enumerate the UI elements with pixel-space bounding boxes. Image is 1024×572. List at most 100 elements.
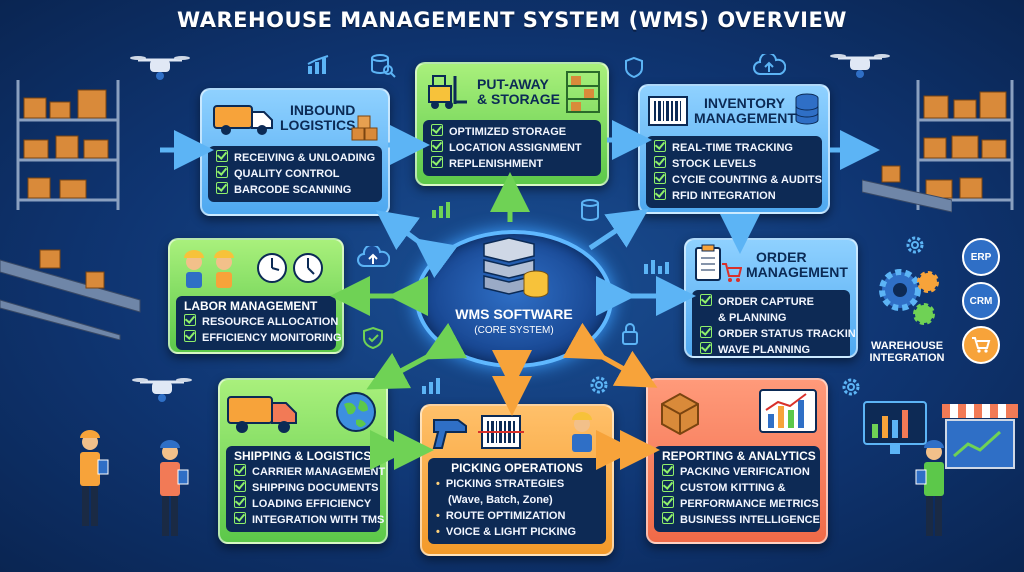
card-reporting-analytics: REPORTING & ANALYTICS PACKING VERIFICATI…	[646, 378, 828, 544]
card-title: MANAGEMENT	[694, 110, 796, 126]
delivery-truck-icon	[227, 396, 297, 433]
check-icon	[700, 342, 712, 354]
storefront-icon	[942, 404, 1018, 469]
barcode-icon	[648, 96, 688, 126]
drone-icon	[132, 378, 192, 402]
check-icon	[700, 326, 712, 338]
page-title: WAREHOUSE MANAGEMENT SYSTEM (WMS) OVERVI…	[177, 8, 847, 32]
card-picking-operations: PICKING OPERATIONS •PICKING STRATEGIES (…	[420, 404, 614, 556]
check-icon	[662, 496, 674, 508]
shelving-icon	[566, 71, 600, 113]
truck-icon	[213, 105, 273, 135]
card-title: ORDER	[756, 249, 807, 265]
check-icon	[662, 480, 674, 492]
clipboard-cart-icon	[695, 244, 742, 282]
check-icon	[216, 182, 228, 194]
conveyor-left	[0, 249, 141, 340]
list-item: LOADING EFFICIENCY	[234, 496, 372, 512]
gear-icon	[842, 378, 860, 396]
worker-tablet-icon	[915, 440, 944, 536]
card-title: MANAGEMENT	[746, 264, 848, 280]
check-icon	[654, 140, 666, 152]
list-item: CARRIER MANAGEMENT	[234, 464, 385, 480]
barcode-scan-icon	[478, 415, 524, 449]
card-order-management: ORDER MANAGEMENT ORDER CAPTURE & PLANNIN…	[684, 238, 858, 358]
analytics-icon	[644, 260, 669, 274]
card-putaway-storage: PUT-AWAY & STORAGE OPTIMIZED STORAGE LOC…	[415, 62, 609, 186]
list-item: LOCATION ASSIGNMENT	[431, 140, 593, 156]
analytics-chart-icon	[759, 389, 817, 433]
list-item: REPLENISHMENT	[431, 156, 593, 172]
search-database-icon	[371, 54, 396, 78]
check-icon	[216, 166, 228, 178]
list-item: PERFORMANCE METRICS	[662, 496, 819, 512]
list-item: SHIPPING DOCUMENTS	[234, 480, 379, 496]
wms-core-system: WMS SOFTWARE (CORE SYSTEM)	[415, 230, 613, 368]
bar-chart-icon	[307, 55, 329, 74]
database-icon	[581, 199, 599, 221]
erp-bubble: ERP	[962, 238, 1000, 276]
card-inventory-management: INVENTORY MANAGEMENT REAL-TIME TRACKING …	[638, 84, 830, 214]
bar-chart-icon	[432, 202, 450, 218]
boxes-icon	[351, 115, 378, 141]
list-item: & PLANNING	[718, 312, 787, 324]
conveyor-right	[862, 165, 952, 213]
core-subtitle: (CORE SYSTEM)	[474, 325, 554, 336]
check-icon	[234, 480, 246, 492]
check-icon	[234, 496, 246, 508]
check-icon	[654, 156, 666, 168]
forklift-icon	[428, 75, 467, 109]
card-title: LOGISTICS	[280, 117, 356, 133]
gear-icon	[590, 376, 608, 394]
card-title: INBOUND	[290, 102, 356, 118]
bar-chart-icon	[422, 378, 440, 394]
card-title: REPORTING & ANALYTICS	[662, 449, 816, 463]
clock-icon	[257, 253, 323, 283]
list-item: OPTIMIZED STORAGE	[431, 124, 593, 140]
worker-tablet-icon	[160, 440, 189, 536]
check-icon	[234, 512, 246, 524]
warehouse-shelves-left	[16, 80, 120, 210]
card-title: & STORAGE	[477, 91, 560, 107]
check-icon	[662, 512, 674, 524]
list-item: STOCK LEVELS	[654, 156, 814, 172]
check-icon	[431, 156, 443, 168]
check-icon	[654, 172, 666, 184]
list-item: RESOURCE ALLOCATION	[184, 314, 338, 330]
check-icon	[216, 150, 228, 162]
list-item: ORDER STATUS TRACKING	[700, 326, 856, 342]
list-item: EFFICIENCY MONITORING	[184, 330, 342, 346]
list-item: INTEGRATION WITH TMS	[234, 512, 384, 528]
card-title: SHIPPING & LOGISTICS	[234, 449, 372, 463]
drone-icon	[130, 56, 190, 80]
lock-shield-icon	[625, 56, 643, 78]
worker-tablet-icon	[80, 430, 109, 526]
list-item: PACKING VERIFICATION	[662, 464, 812, 480]
list-item: WAVE PLANNING	[700, 342, 842, 356]
card-labor-management: LABOR MANAGEMENT RESOURCE ALLOCATION EFF…	[168, 238, 344, 354]
card-title: INVENTORY	[704, 95, 785, 111]
server-icon	[483, 237, 549, 298]
list-item: CUSTOM KITTING &	[662, 480, 812, 496]
workers-icon	[184, 250, 234, 288]
database-icon	[795, 93, 819, 125]
gear-icon	[906, 236, 924, 254]
check-icon	[662, 464, 674, 476]
cart-icon	[972, 337, 991, 353]
integration-label: WAREHOUSE INTEGRATION	[869, 340, 945, 364]
list-item: CYCIE COUNTING & AUDITS	[654, 172, 822, 188]
card-title: LABOR MANAGEMENT	[184, 299, 318, 313]
package-icon	[661, 392, 699, 436]
check-icon	[184, 314, 196, 326]
check-icon	[654, 188, 666, 200]
worker-icon	[572, 412, 592, 452]
list-item: •ROUTE OPTIMIZATION	[436, 510, 566, 522]
check-icon	[234, 464, 246, 476]
ecommerce-bubble	[962, 326, 1000, 364]
card-inbound-logistics: INBOUND LOGISTICS RECEIVING & UNLOADING …	[200, 88, 390, 216]
cloud-upload-icon	[753, 54, 786, 75]
list-item: RECEIVING & UNLOADING	[216, 150, 375, 166]
warehouse-shelves-right	[916, 80, 1014, 210]
list-item: (Wave, Batch, Zone)	[448, 494, 553, 506]
check-icon	[431, 140, 443, 152]
